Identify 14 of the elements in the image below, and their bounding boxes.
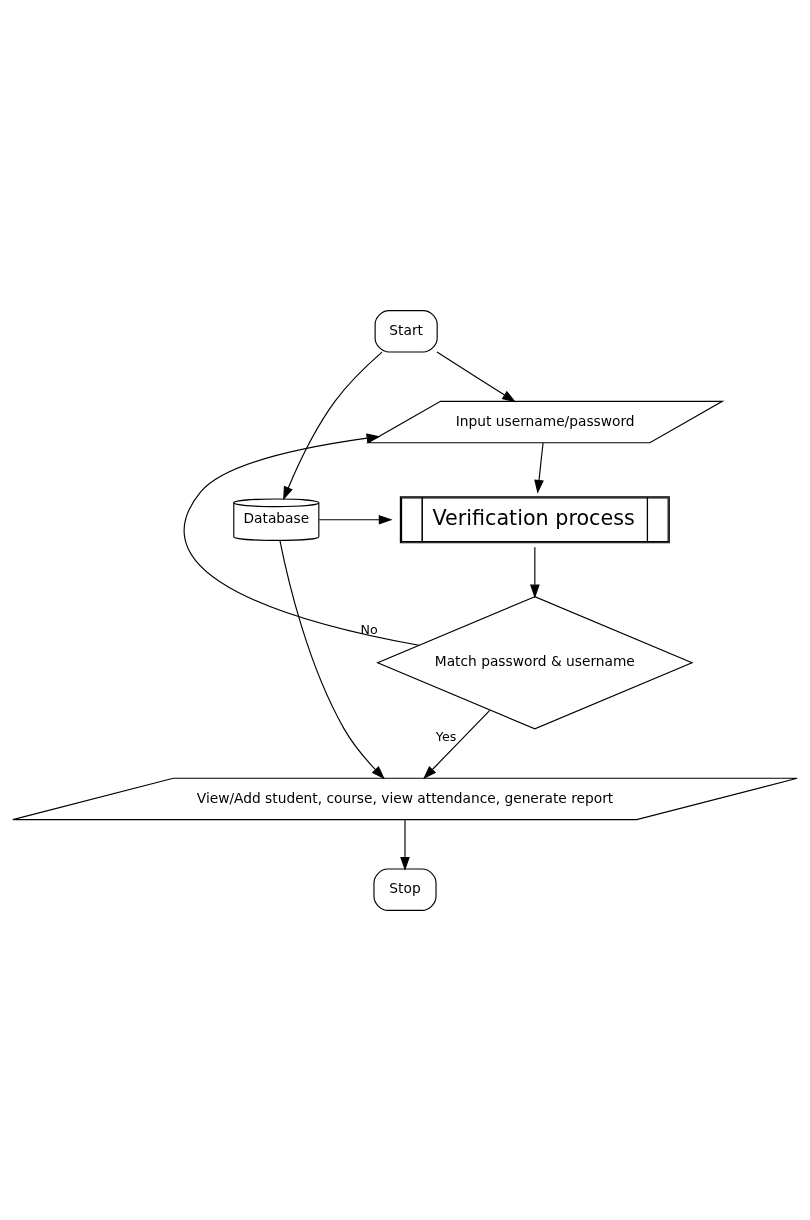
- arrow: [436, 351, 516, 402]
- arrow: [183, 432, 420, 646]
- node-box: Start: [374, 309, 438, 353]
- arrow: [400, 818, 410, 871]
- arrow: [279, 539, 385, 779]
- node-box: Stop: [373, 867, 437, 911]
- node-diamond: Match password & username: [376, 595, 694, 729]
- arrow: [534, 441, 544, 494]
- arrow: [283, 351, 383, 500]
- arrow: [530, 546, 540, 598]
- edge-label: No: [360, 621, 378, 637]
- arrow: [318, 514, 393, 525]
- edge-label: Yes: [435, 728, 457, 744]
- arrow: [423, 709, 491, 779]
